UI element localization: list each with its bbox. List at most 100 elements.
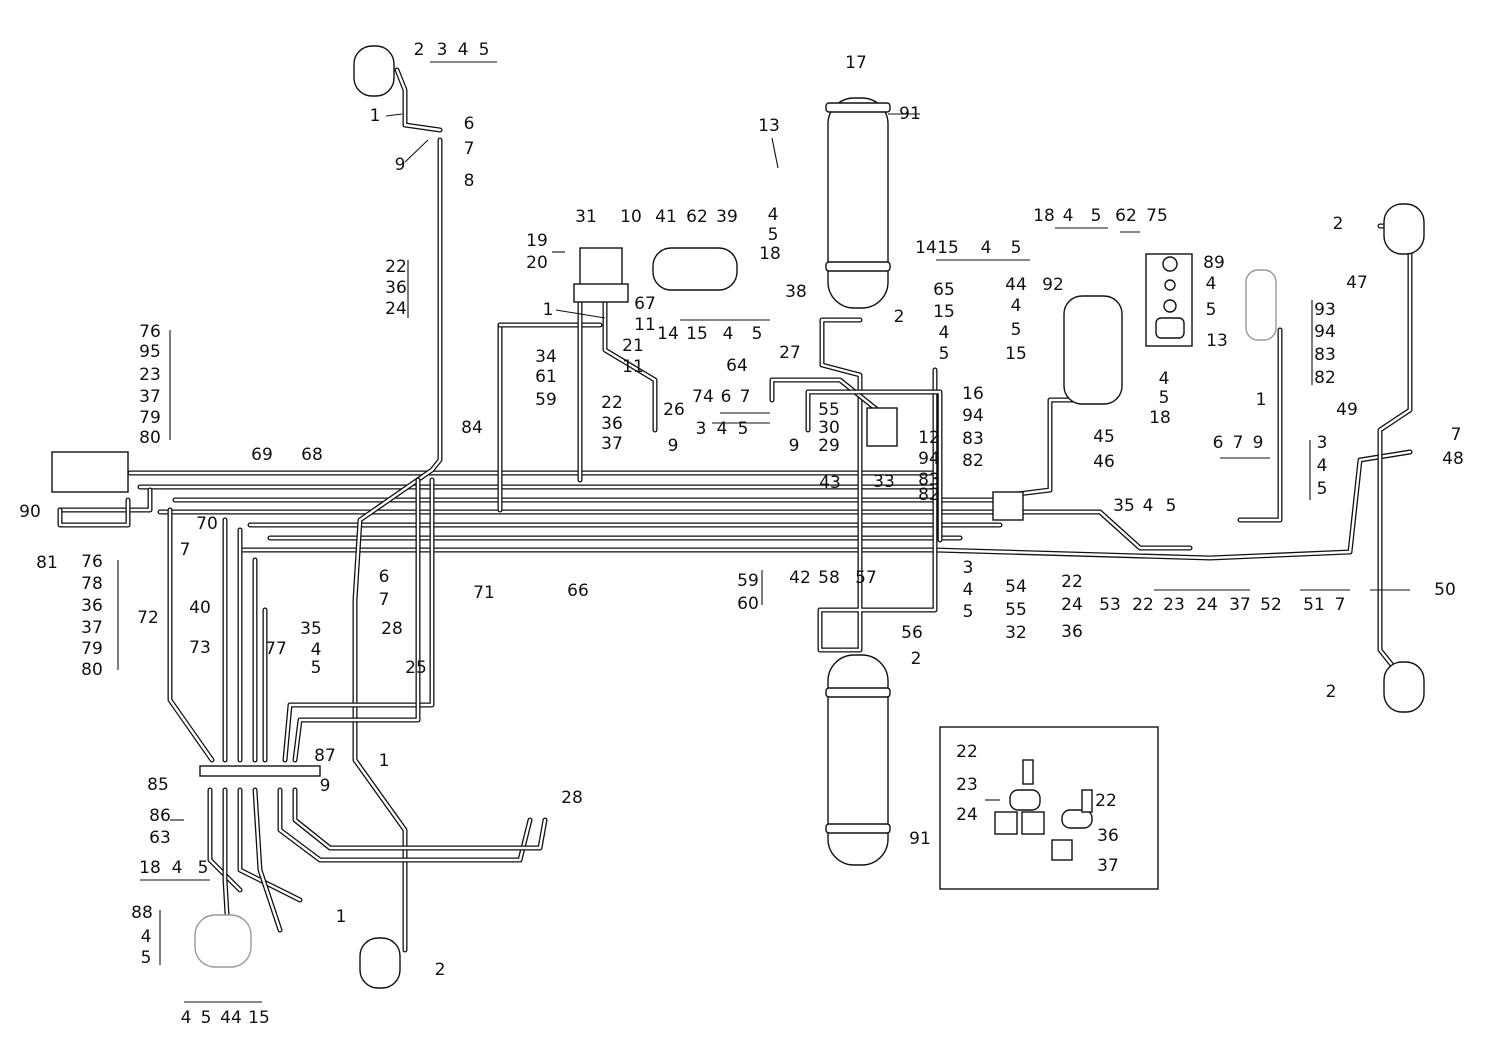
callout-label: 7 — [379, 590, 390, 610]
callout-label: 5 — [311, 658, 322, 678]
callout-label: 3 — [1317, 433, 1328, 453]
washer-icon — [1164, 279, 1176, 291]
callout-label: 5 — [752, 324, 763, 344]
pipe — [818, 318, 937, 652]
receiver-band — [825, 261, 891, 272]
distribution-manifold — [199, 765, 321, 777]
callout-label: 80 — [81, 660, 103, 680]
callout-label: 37 — [1097, 856, 1119, 876]
callout-label: 4 — [768, 205, 779, 225]
callout-label: 36 — [1097, 826, 1119, 846]
callout-label: 5 — [1206, 300, 1217, 320]
callout-label: 68 — [301, 445, 323, 465]
callout-label: 2 — [1333, 214, 1344, 234]
callout-label: 50 — [1434, 580, 1456, 600]
callout-label: 18 — [139, 858, 161, 878]
callout-label: 83 — [962, 429, 984, 449]
callout-label: 4 — [141, 927, 152, 947]
callout-label: 5 — [479, 40, 490, 60]
callout-label: 55 — [1005, 600, 1027, 620]
callout-label: 64 — [726, 356, 748, 376]
callout-label: 19 — [526, 231, 548, 251]
callout-label: 66 — [567, 581, 589, 601]
callout-label: 4 — [1143, 496, 1154, 516]
callout-label: 26 — [663, 400, 685, 420]
callout-label: 82 — [1314, 368, 1336, 388]
callout-label: 15 — [686, 324, 708, 344]
callout-label: 7 — [1451, 425, 1462, 445]
callout-label: 93 — [1314, 300, 1336, 320]
callout-label: 24 — [1196, 595, 1218, 615]
callout-label: 1 — [370, 106, 381, 126]
callout-label: 75 — [1146, 206, 1168, 226]
pipe — [770, 378, 892, 422]
callout-label: 1 — [543, 300, 554, 320]
callout-label: 22 — [1132, 595, 1154, 615]
callout-label: 2 — [894, 307, 905, 327]
callout-label: 12 — [918, 428, 940, 448]
callout-label: 53 — [1099, 595, 1121, 615]
callout-label: 4 — [963, 580, 974, 600]
clamp-icon — [1009, 789, 1041, 811]
callout-label: 18 — [1149, 408, 1171, 428]
callout-label: 76 — [139, 322, 161, 342]
callout-label: 11 — [622, 357, 644, 377]
callout-label: 13 — [758, 116, 780, 136]
pipe — [253, 788, 282, 932]
callout-label: 83 — [1314, 345, 1336, 365]
callout-label: 95 — [139, 342, 161, 362]
callout-label: 70 — [196, 514, 218, 534]
brake-valve-base — [573, 283, 629, 303]
callout-label: 25 — [405, 658, 427, 678]
callout-label: 36 — [601, 414, 623, 434]
callout-label: 74 — [692, 387, 714, 407]
pipe — [395, 68, 442, 132]
callout-label: 33 — [873, 472, 895, 492]
callout-label: 5 — [768, 225, 779, 245]
brake-chamber-rear-left — [359, 937, 401, 989]
callout-label: 9 — [395, 155, 406, 175]
callout-label: 94 — [962, 406, 984, 426]
callout-label: 5 — [141, 948, 152, 968]
callout-label: 7 — [1335, 595, 1346, 615]
callout-label: 36 — [81, 596, 103, 616]
callout-label: 81 — [36, 553, 58, 573]
callout-label: 4 — [939, 323, 950, 343]
callout-label: 7 — [464, 139, 475, 159]
callout-label: 88 — [131, 903, 153, 923]
callout-label: 5 — [1317, 479, 1328, 499]
washer-icon — [1163, 299, 1177, 313]
callout-label: 13 — [1206, 331, 1228, 351]
callout-label: 43 — [819, 473, 841, 493]
callout-label: 21 — [622, 336, 644, 356]
callout-label: 57 — [855, 568, 877, 588]
callout-label: 9 — [320, 776, 331, 796]
clamp-icon — [1061, 809, 1093, 829]
pipe — [293, 478, 420, 762]
callout-label: 30 — [818, 418, 840, 438]
pipelines — [57, 67, 1415, 968]
callout-label: 5 — [1011, 238, 1022, 258]
callout-label: 20 — [526, 253, 548, 273]
callout-label: 87 — [314, 746, 336, 766]
callout-label: 24 — [1061, 595, 1083, 615]
callout-label: 77 — [265, 639, 287, 659]
callout-label: 91 — [909, 829, 931, 849]
callout-label: 59 — [737, 571, 759, 591]
leader-line — [771, 137, 779, 169]
nut-icon — [1162, 256, 1178, 272]
callout-label: 61 — [535, 367, 557, 387]
receiver-band — [825, 823, 891, 834]
moisture-separator-receiver — [1063, 295, 1123, 405]
callout-label: 23 — [1163, 595, 1185, 615]
callout-label: 4 — [1159, 369, 1170, 389]
callout-label: 89 — [1203, 253, 1225, 273]
callout-label: 72 — [137, 608, 159, 628]
callout-label: 4 — [311, 640, 322, 660]
inset-clamp-detail — [939, 726, 1159, 890]
callout-label: 4 — [1011, 296, 1022, 316]
callout-label: 45 — [1093, 427, 1115, 447]
callout-label: 5 — [963, 602, 974, 622]
